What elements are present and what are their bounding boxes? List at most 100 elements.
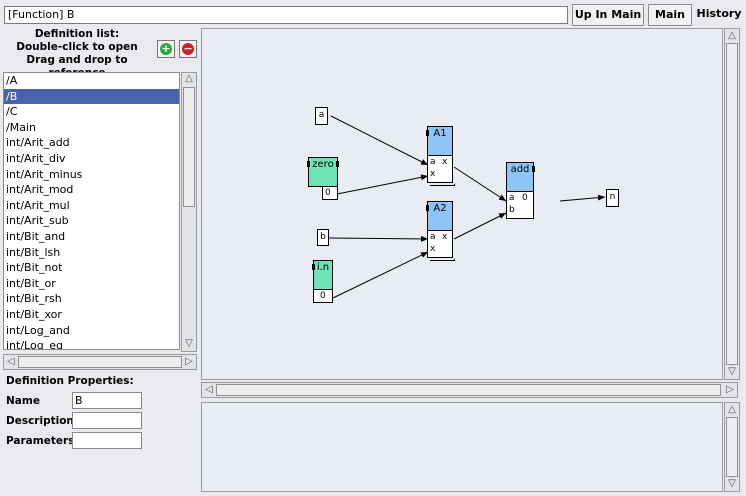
output-port-x: x bbox=[442, 157, 448, 167]
function-node-add[interactable]: add a b 0 bbox=[506, 162, 536, 220]
edge-a1-to-add bbox=[453, 166, 507, 202]
list-item[interactable]: int/Arit_mod bbox=[6, 183, 74, 197]
list-item[interactable]: int/Arit_mul bbox=[6, 198, 70, 212]
list-item[interactable]: int/Arit_sub bbox=[6, 214, 69, 228]
output-node-n[interactable]: n bbox=[606, 189, 619, 207]
edge-a2-to-add bbox=[453, 212, 507, 240]
node-label: n bbox=[609, 192, 616, 202]
node-header: zero bbox=[308, 157, 338, 187]
scroll-down-icon[interactable]: ▽ bbox=[728, 478, 736, 489]
scroll-left-icon[interactable]: ◁ bbox=[7, 356, 15, 367]
input-node-a[interactable]: a bbox=[315, 107, 328, 125]
output-panel-scrollbar[interactable]: △ ▽ bbox=[724, 402, 740, 492]
input-port-a: a bbox=[430, 232, 436, 242]
scroll-thumb[interactable] bbox=[216, 384, 721, 396]
list-item[interactable]: int/Bit_or bbox=[6, 276, 56, 290]
list-item[interactable]: int/Bit_rsh bbox=[6, 292, 62, 306]
port-tab bbox=[532, 166, 535, 172]
scroll-down-icon[interactable]: ▽ bbox=[728, 366, 736, 377]
list-item[interactable]: int/Arit_add bbox=[6, 136, 70, 150]
output-port-0: 0 bbox=[522, 193, 528, 203]
main-button[interactable]: Main bbox=[648, 4, 692, 26]
description-label: Description bbox=[6, 415, 74, 427]
list-item[interactable]: int/Bit_and bbox=[6, 229, 66, 243]
graph-canvas[interactable]: a zero 0 b i.n 0 A1 a x x A2 a x x bbox=[201, 28, 723, 380]
list-horizontal-scrollbar[interactable]: ◁ ▷ bbox=[3, 354, 197, 370]
list-item[interactable]: int/Log_eq bbox=[6, 339, 63, 350]
port-tab bbox=[426, 205, 429, 211]
output-port-0: 0 bbox=[322, 186, 338, 200]
parameters-field[interactable] bbox=[72, 432, 142, 449]
list-vertical-scrollbar[interactable]: △ ▽ bbox=[181, 72, 197, 352]
function-node-a1[interactable]: A1 a x x bbox=[426, 126, 455, 186]
node-shadow bbox=[430, 259, 455, 261]
list-item[interactable]: int/Bit_lsh bbox=[6, 245, 61, 259]
name-field[interactable]: B bbox=[72, 392, 142, 409]
node-ports: a x x bbox=[427, 230, 453, 258]
scroll-up-icon[interactable]: △ bbox=[728, 30, 736, 41]
description-field[interactable] bbox=[72, 412, 142, 429]
port-tab bbox=[307, 161, 310, 167]
definition-list[interactable]: /A /B /C /Main int/Arit_add int/Arit_div… bbox=[3, 72, 180, 350]
canvas-vertical-scrollbar[interactable]: △ ▽ bbox=[724, 28, 740, 380]
name-label: Name bbox=[6, 395, 40, 407]
node-header: i.n bbox=[313, 260, 333, 290]
input-node-b[interactable]: b bbox=[317, 229, 329, 246]
list-item[interactable]: int/Bit_xor bbox=[6, 307, 62, 321]
list-item[interactable]: /Main bbox=[6, 120, 36, 134]
output-port-x: x bbox=[442, 232, 448, 242]
node-header: A1 bbox=[427, 126, 453, 156]
add-definition-button[interactable]: + bbox=[157, 40, 175, 58]
node-shadow bbox=[430, 184, 455, 186]
scroll-left-icon[interactable]: ◁ bbox=[205, 384, 213, 395]
scroll-up-icon[interactable]: △ bbox=[185, 73, 193, 84]
scroll-thumb[interactable] bbox=[726, 43, 738, 365]
list-item[interactable]: int/Bit_not bbox=[6, 261, 63, 275]
output-port-0: 0 bbox=[313, 289, 333, 303]
scroll-thumb[interactable] bbox=[18, 356, 182, 368]
edge-in-to-a2 bbox=[332, 251, 429, 299]
graph-edges bbox=[328, 115, 606, 299]
definition-list-hint-open: Double-click to open bbox=[16, 41, 138, 53]
scroll-thumb[interactable] bbox=[183, 87, 195, 207]
constant-node-zero[interactable]: zero 0 bbox=[307, 157, 339, 201]
node-header: A2 bbox=[427, 201, 453, 231]
edge-b-to-a2 bbox=[328, 235, 429, 242]
scroll-thumb[interactable] bbox=[726, 417, 738, 477]
history-button[interactable]: History bbox=[696, 7, 742, 20]
list-item[interactable]: int/Log_and bbox=[6, 323, 70, 337]
port-tab bbox=[336, 161, 339, 167]
input-port-x: x bbox=[430, 169, 436, 179]
scroll-right-icon[interactable]: ▷ bbox=[185, 356, 193, 367]
node-header: add bbox=[506, 162, 534, 192]
edge-a-to-a1 bbox=[330, 115, 429, 166]
up-in-main-button[interactable]: Up In Main bbox=[572, 4, 644, 26]
scroll-up-icon[interactable]: △ bbox=[728, 404, 736, 415]
list-item[interactable]: /A bbox=[6, 74, 18, 87]
input-port-x: x bbox=[430, 244, 436, 254]
canvas-horizontal-scrollbar[interactable]: ◁ ▷ bbox=[201, 382, 738, 398]
definition-list-title: Definition list: bbox=[34, 28, 120, 40]
port-tab bbox=[426, 130, 429, 136]
scroll-down-icon[interactable]: ▽ bbox=[185, 338, 193, 349]
list-item[interactable]: /C bbox=[6, 105, 18, 119]
definition-properties-title: Definition Properties: bbox=[6, 375, 134, 387]
input-node-in[interactable]: i.n 0 bbox=[312, 260, 333, 305]
list-item[interactable]: int/Arit_div bbox=[6, 151, 66, 165]
node-label: a bbox=[318, 110, 325, 120]
input-port-a: a bbox=[430, 157, 436, 167]
input-port-b: b bbox=[509, 205, 515, 215]
list-item-selected[interactable]: /B bbox=[4, 88, 179, 105]
remove-definition-button[interactable]: − bbox=[179, 40, 197, 58]
node-label: b bbox=[320, 232, 326, 242]
output-panel[interactable] bbox=[201, 402, 723, 492]
scroll-right-icon[interactable]: ▷ bbox=[726, 384, 734, 395]
function-title-field[interactable]: [Function] B bbox=[4, 6, 568, 24]
minus-icon: − bbox=[182, 42, 194, 55]
port-tab bbox=[312, 264, 315, 270]
node-ports: a x x bbox=[427, 155, 453, 183]
edge-add-to-output bbox=[559, 194, 606, 202]
function-node-a2[interactable]: A2 a x x bbox=[426, 201, 455, 262]
plus-icon: + bbox=[160, 42, 172, 55]
list-item[interactable]: int/Arit_minus bbox=[6, 167, 83, 181]
